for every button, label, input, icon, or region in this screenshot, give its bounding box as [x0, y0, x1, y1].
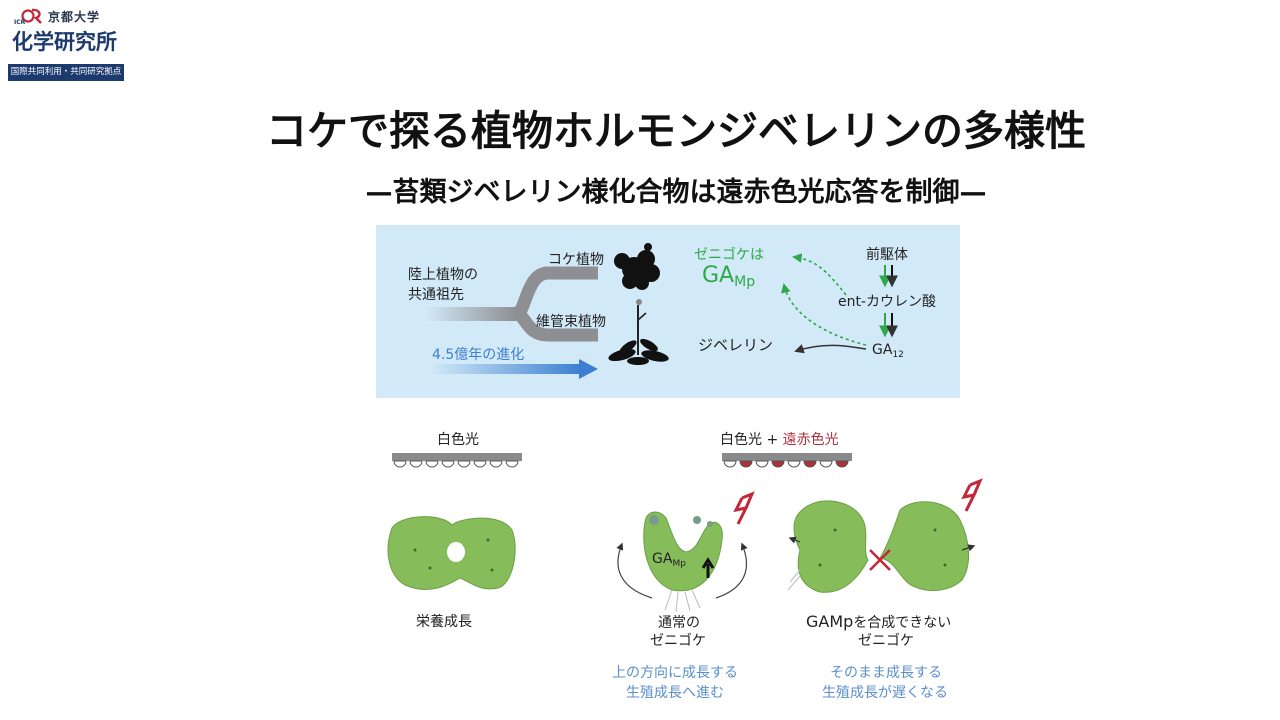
right-curve-arrow-icon [715, 542, 748, 599]
mutant-ga-base: GA [806, 612, 830, 631]
white-light-prefix: 白色光 [720, 432, 762, 448]
blocked-cross-icon [869, 549, 891, 571]
far-red-bulb [835, 460, 849, 468]
far-red-bulb [803, 460, 817, 468]
logo-tagline: 国際共同利用・共同研究拠点 [8, 64, 124, 81]
white-bulb [787, 460, 801, 468]
ga-mp-sub: Mp [734, 274, 756, 290]
normal-label-line1: 通常の [658, 615, 700, 631]
right-spread-arrow-icon [961, 544, 976, 552]
white-bulb [489, 460, 503, 468]
ent-kaurenoic-label: ent-カウレン酸 [838, 294, 937, 310]
white-bulb [819, 460, 833, 468]
ancestor-label-line1: 陸上植物の [408, 267, 478, 283]
ga12-sub: 12 [892, 350, 904, 360]
white-bulb [473, 460, 487, 468]
left-curve-arrow-icon [616, 542, 653, 599]
white-bulb [505, 460, 519, 468]
precursor-label: 前駆体 [866, 247, 908, 263]
ancestor-trunk [426, 307, 516, 321]
in-ga-mp-base: GA [652, 551, 673, 567]
in-ga-mp-sub: Mp [672, 559, 686, 569]
white-bulb [723, 460, 737, 468]
moss-label: コケ植物 [548, 252, 604, 268]
white-bulb [755, 460, 769, 468]
plus-sign: + [766, 432, 779, 448]
white-far-red-label: 白色光 + 遠赤色光 [720, 429, 839, 449]
mutant-ga-sub: Mp [829, 612, 854, 631]
ga12-to-gamp-arrow [781, 283, 867, 346]
page-subtitle: —苔類ジベレリン様化合物は遠赤色光応答を制御— [365, 177, 987, 208]
white-bulb [393, 460, 407, 468]
normal-effect-line1: 上の方向に成長する [612, 665, 738, 681]
far-red-signal-icon-2 [961, 478, 983, 512]
institute-name: 化学研究所 [12, 30, 117, 54]
moss-branch [513, 266, 598, 321]
vascular-label: 維管束植物 [536, 314, 606, 330]
mutant-label-line1: GAMpを合成できない [806, 612, 951, 632]
vegetative-growth-label: 栄養成長 [416, 614, 472, 630]
ga12-base: GA [872, 342, 893, 358]
marchantia-label: ゼニゴケは [694, 247, 764, 263]
in-thallus-ga-mp-label: GAMp [652, 551, 686, 569]
white-light-bar [392, 453, 522, 468]
far-red-signal-icon [733, 491, 755, 525]
far-red-text: 遠赤色光 [782, 432, 839, 448]
icr-mark-icon [21, 8, 42, 24]
white-bulb [441, 460, 455, 468]
ancestor-label-line2: 共通祖先 [408, 287, 464, 303]
normal-thallus-icon [616, 491, 755, 613]
time-arrow-head [579, 359, 598, 379]
upward-arrow-icon [701, 557, 715, 578]
mutant-effect-line2: 生殖成長が遅くなる [822, 685, 948, 701]
far-red-bulb [739, 460, 753, 468]
institute-logo: ICR 京都大学 化学研究所 国際共同利用・共同研究拠点 [8, 6, 126, 82]
kaurenoic-to-gamp-arrow [792, 253, 847, 296]
normal-effect-line2: 生殖成長へ進む [626, 685, 724, 701]
mutant-suffix: を合成できない [853, 615, 952, 631]
panel-graphics [426, 243, 898, 379]
growth-illustration [387, 453, 983, 613]
gibberellin-label: ジベレリン [698, 336, 774, 354]
far-red-bulb [771, 460, 785, 468]
university-name: 京都大学 [48, 10, 101, 24]
ga-mp-label: GAMp [702, 263, 756, 290]
white-bulb [457, 460, 471, 468]
time-arrow-shaft [431, 364, 581, 374]
white-bulb [409, 460, 423, 468]
page-title: コケで探る植物ホルモンジベレリンの多様性 [266, 107, 1086, 155]
ga12-to-gibberellin-arrow [794, 344, 867, 354]
mutant-effect-line1: そのまま成長する [830, 665, 942, 681]
left-spread-arrow-icon [788, 536, 801, 544]
normal-label-line2: ゼニゴケ [650, 633, 706, 649]
kaurenoic-double-arrow [879, 313, 898, 338]
white-bulb [425, 460, 439, 468]
precursor-double-arrow [879, 265, 898, 288]
ga-mp-base: GA [702, 263, 735, 288]
vascular-branch [514, 307, 598, 342]
mutant-label-line2: ゼニゴケ [858, 633, 914, 649]
vascular-plant-icon [608, 299, 669, 365]
white-light-label: 白色光 [437, 432, 479, 448]
vegetative-thallus-icon [387, 516, 516, 590]
evolution-pathway-panel: 陸上植物の 共通祖先 コケ植物 維管束植物 4.5億年の進化 ゼニゴケは GAM… [376, 225, 960, 398]
far-red-light-bar [722, 453, 852, 468]
moss-plant-icon [614, 243, 660, 290]
ga12-label: GA12 [872, 342, 904, 360]
logo-mark-text: ICR [14, 19, 26, 26]
time-arrow-label: 4.5億年の進化 [432, 347, 525, 363]
mutant-thallus-icon [787, 478, 983, 593]
